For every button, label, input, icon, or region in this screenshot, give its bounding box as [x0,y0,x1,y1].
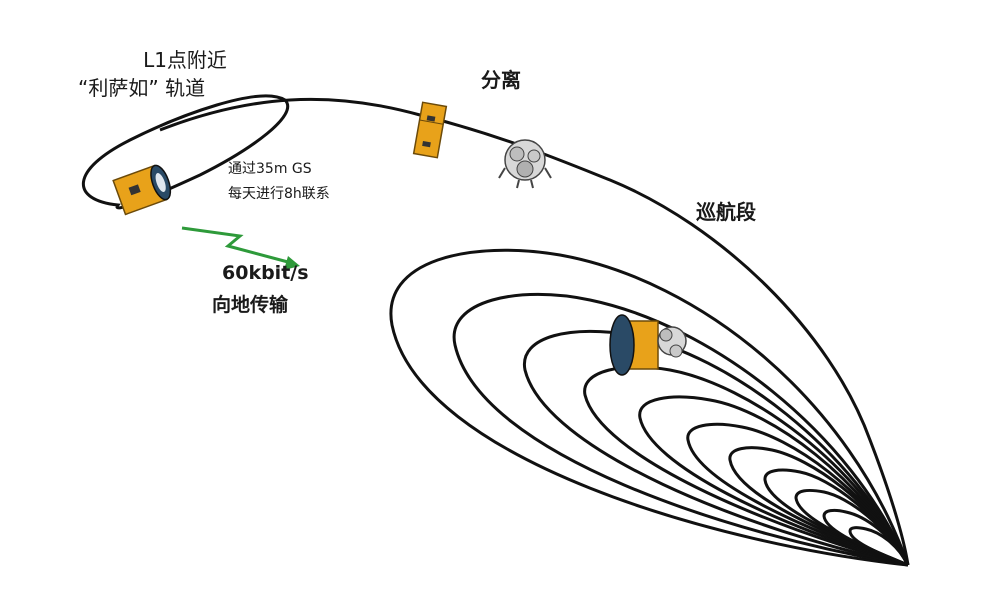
downlink-arrow [181,226,300,270]
phasing-orbit-11 [848,526,910,567]
phasing-orbit-6 [686,422,910,567]
phasing-orbit-7 [728,446,910,567]
data-rate-label: 60kbit/s [222,262,309,284]
cruise-label: 巡航段 [696,200,756,224]
downlink-label: 向地传输 [212,294,289,316]
contact-duration-label: 每天进行8h联系 [228,186,330,202]
transfer-trajectory [159,97,910,566]
lissajous-label: “利萨如” 轨道 [78,76,206,100]
spacecraft-cruise [609,314,687,376]
l1-label: L1点附近 [143,48,227,72]
phasing-orbit-9 [794,488,910,567]
phasing-orbit-4 [583,365,910,567]
separated-module [498,139,552,189]
phasing-orbit-3 [522,329,910,567]
phasing-orbit-1 [389,248,910,567]
ground-station-label: 通过35m GS [228,161,312,177]
spacecraft-separation [412,101,448,159]
phasing-orbits [389,248,910,567]
phasing-orbit-10 [822,508,910,567]
phasing-orbit-8 [763,468,910,567]
separation-label: 分离 [481,68,521,92]
phasing-orbit-2 [452,292,910,567]
spacecraft-l1 [112,164,172,216]
phasing-orbit-5 [638,395,910,567]
